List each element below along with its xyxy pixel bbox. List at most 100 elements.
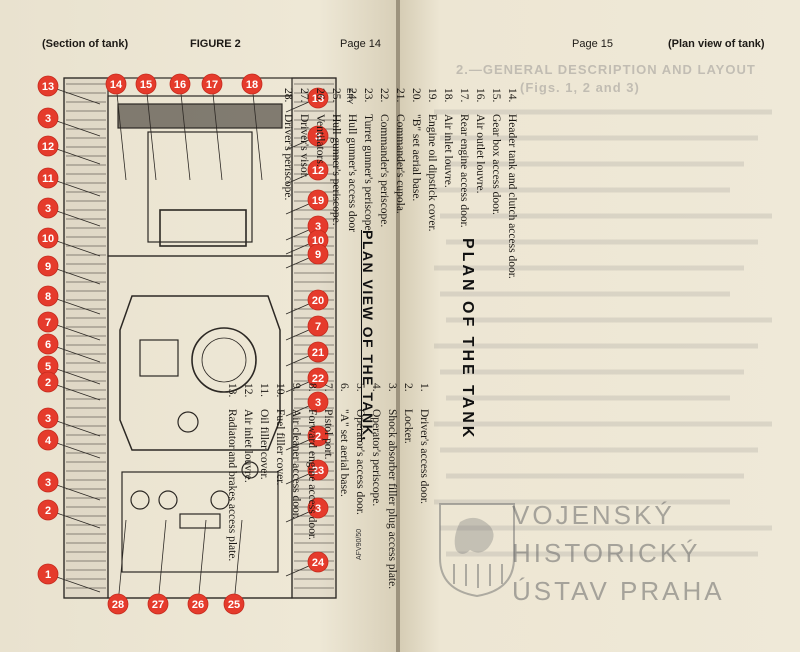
legend-item-number: 8.: [306, 383, 318, 392]
legend-item-number: 24.: [346, 88, 358, 103]
callout-marker: 23: [307, 459, 329, 481]
callout-number: 3: [315, 397, 321, 409]
commanders-cupola: [191, 327, 257, 393]
callout-number: 3: [45, 113, 51, 125]
legend-list: 14.Header tank and clutch access door.15…: [226, 88, 520, 608]
legend-item-text: Driver's periscope.: [282, 114, 294, 201]
legend-item-text: Driver's visor.: [298, 114, 310, 179]
callout-marker: 2: [307, 425, 329, 447]
leader-line: [179, 83, 191, 181]
leader-line: [157, 519, 167, 605]
legend-item: 11.Oil filler cover.: [256, 383, 272, 643]
legend-item-text: "B" set aerial base.: [410, 114, 422, 202]
legend-item-number: 22.: [378, 88, 390, 103]
legend-item-number: 5.: [354, 383, 366, 392]
legend-item-number: 4.: [370, 383, 382, 392]
callout-number: 7: [315, 321, 321, 333]
callout-number: 13: [312, 93, 324, 105]
callout-number: 3: [45, 477, 51, 489]
callout-marker: 9: [37, 255, 59, 277]
leader-line: [145, 83, 157, 181]
legend-item-number: 17.: [458, 88, 470, 103]
rear-engine-door: [147, 131, 253, 243]
callout-number: 18: [246, 79, 258, 91]
callout-marker: 2: [37, 499, 59, 521]
callout-number: 3: [45, 203, 51, 215]
callout-number: 24: [312, 557, 325, 569]
callout-marker: 20: [307, 289, 329, 311]
callout-marker: 6: [37, 333, 59, 355]
callout-marker: 12: [307, 159, 329, 181]
legend-item-number: 26.: [314, 88, 326, 103]
legend-item: 21.Commander's cupola.: [392, 88, 408, 348]
operators-hatch: [139, 339, 179, 377]
callout-marker: 15: [135, 73, 157, 95]
legend-item: 19.Engine oil dipstick cover.: [424, 88, 440, 348]
legend-item: 26. Ventilators.: [312, 88, 328, 348]
legend-item-text: Hull gunner's access door: [346, 114, 358, 232]
callout-marker: 3: [37, 197, 59, 219]
legend-item: 22. Commander's periscope.: [376, 88, 392, 348]
callout-number: 25: [228, 599, 240, 611]
legend-item: 12. Air inlet louvre.: [240, 383, 256, 643]
legend-item-number: 12.: [242, 383, 254, 398]
callout-number: 4: [45, 435, 52, 447]
callout-number: 19: [312, 195, 324, 207]
legend-item-number: 21.: [394, 88, 406, 103]
legend-item-text: Air cleaner access door.: [290, 409, 302, 519]
callout-marker: 2: [37, 371, 59, 393]
watermark-line-3: ÚSTAV PRAHA: [512, 576, 725, 606]
legend-item: 8.Forward engine access door.: [304, 383, 320, 643]
legend-item-text: Pistol port.: [322, 409, 334, 460]
page-number-right: Page 15: [572, 38, 613, 50]
legend-item-text: Air outlet louvre.: [474, 114, 486, 194]
callout-marker: 12: [37, 135, 59, 157]
callout-marker: 3: [37, 471, 59, 493]
legend-item-text: Shock absorber filler plug access plate.: [386, 409, 398, 590]
callout-marker: 25: [223, 593, 245, 615]
callout-number: 9: [45, 261, 51, 273]
legend-item-number: 16.: [474, 88, 486, 103]
callout-marker: 11: [37, 167, 59, 189]
callout-marker: 14: [105, 73, 127, 95]
callout-marker: 8: [37, 285, 59, 307]
legend-item-text: Driver's access door.: [418, 409, 430, 504]
callout-number: 16: [174, 79, 186, 91]
legend-item: 1.Driver's access door.: [416, 383, 432, 643]
legend-item-text: Engine oil dipstick cover.: [426, 114, 438, 232]
callout-number: 20: [312, 295, 324, 307]
callout-number: 3: [45, 413, 51, 425]
callout-marker: 26: [187, 593, 209, 615]
bleed-through: [434, 109, 772, 557]
callout-number: 12: [42, 141, 54, 153]
callout-number: 5: [45, 361, 51, 373]
legend-item: 10.Fuel filler cover.: [272, 383, 288, 643]
turret: [119, 295, 281, 451]
callout-number: 17: [206, 79, 218, 91]
callout-number: 12: [312, 165, 324, 177]
legend-item: 28.Driver's periscope.: [280, 88, 296, 348]
section-header-right: (Plan view of tank): [668, 38, 765, 50]
callout-marker: 7: [37, 311, 59, 333]
section-header: (Section of tank): [42, 38, 129, 50]
callout-number: 10: [42, 233, 54, 245]
legend-item-text: Commander's periscope.: [378, 114, 390, 228]
watermark-line-2: HISTORICKÝ: [512, 538, 701, 568]
callout-marker: 16: [169, 73, 191, 95]
callout-marker: 21: [307, 341, 329, 363]
leader-line: [115, 83, 127, 181]
legend-item: 14.Header tank and clutch access door.: [504, 88, 520, 348]
left-page: (Section of tank) FIGURE 2 Page 14: [0, 0, 398, 652]
hull-front: [107, 255, 293, 599]
callout-marker: 3: [37, 407, 59, 429]
legend-item: 2.Locker.: [400, 383, 416, 643]
legend-item: 5.Operator's access door.: [352, 383, 368, 643]
legend-item-text: Ventilators.: [314, 114, 326, 167]
legend-item: 6."A" set aerial base.: [336, 383, 352, 643]
air-inlet-louvre: [159, 209, 247, 247]
legend-item-number: 15.: [490, 88, 502, 103]
right-page: Page 15 (Plan view of tank) 2.—GENERAL D…: [400, 0, 800, 652]
legend-item-text: Rear engine access door.: [458, 114, 470, 228]
callout-marker: 17: [201, 73, 223, 95]
legend-item-text: Air inlet louvre.: [242, 409, 254, 483]
